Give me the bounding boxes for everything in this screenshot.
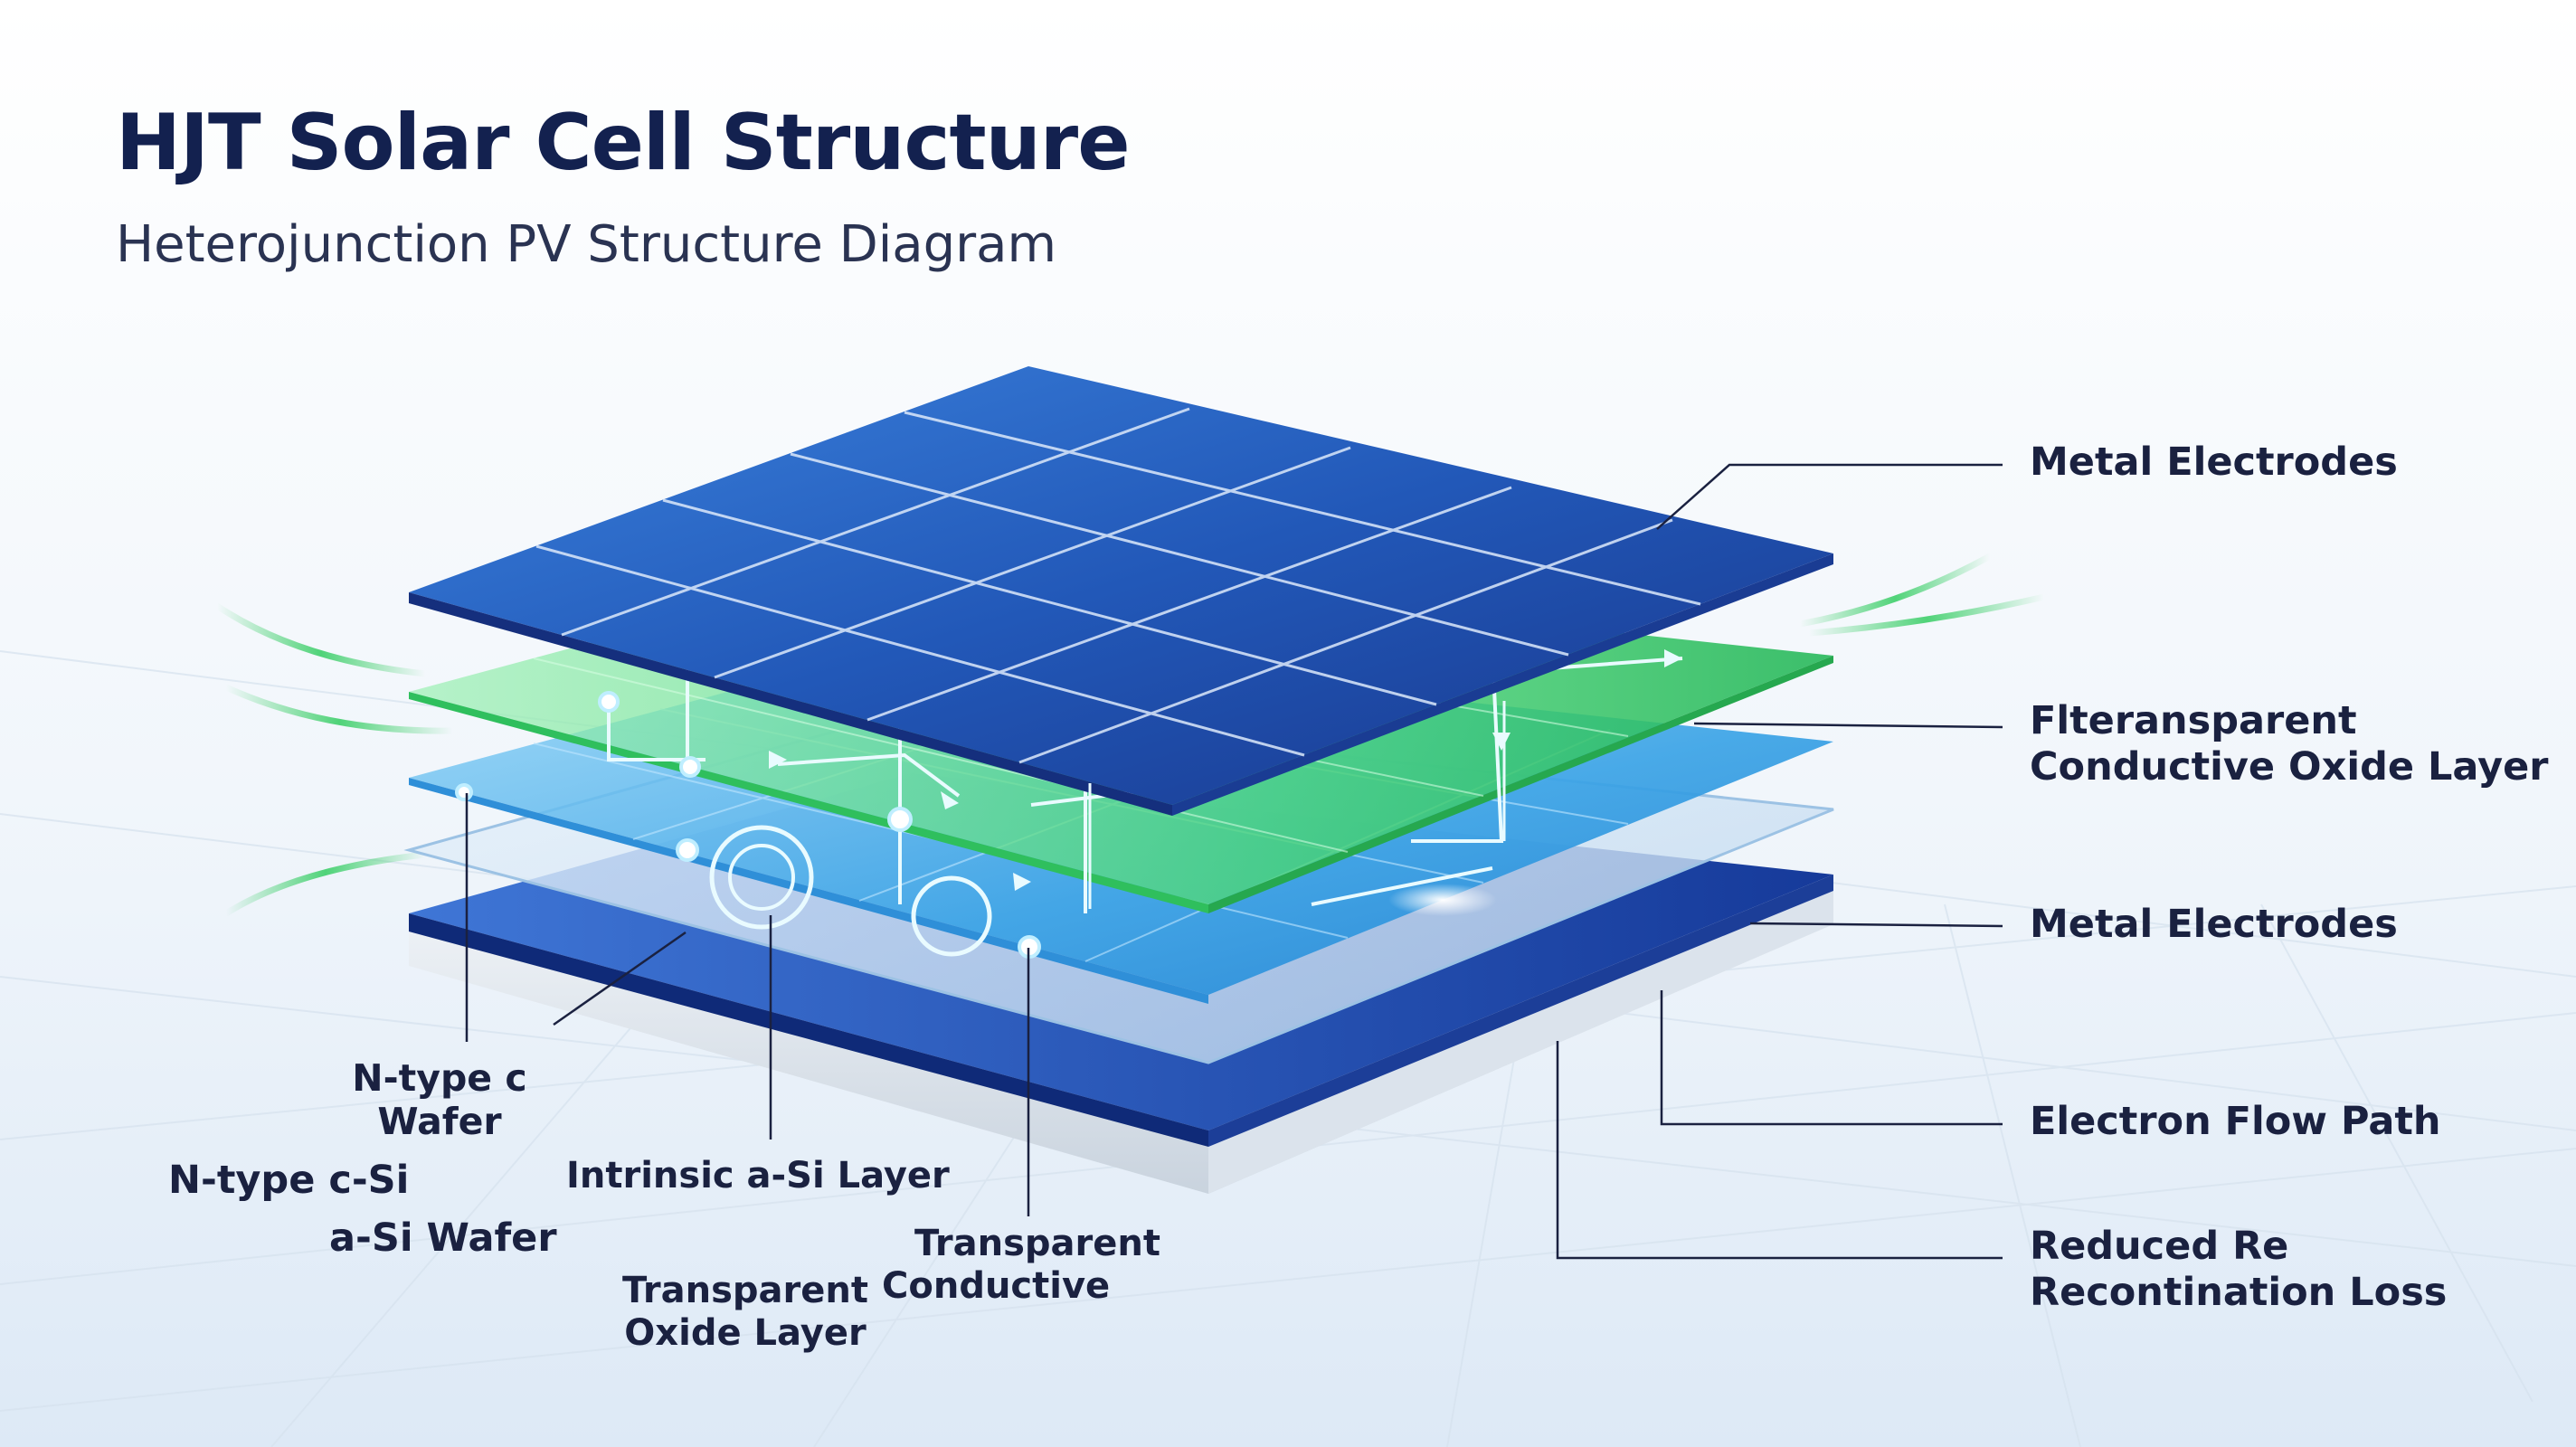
label-metal-electrodes-bottom: Metal Electrodes xyxy=(2030,902,2398,947)
label-transparent-conductive: Transparent Conductive xyxy=(882,1223,1160,1308)
leader-lines xyxy=(465,463,2003,1260)
leader-metal-electrodes-top xyxy=(1656,463,2003,530)
leader-recombination xyxy=(1556,1041,2003,1260)
contact-nodes xyxy=(455,691,1041,959)
label-recombination-loss: Reduced Re Recontination Loss xyxy=(2030,1224,2448,1315)
leader-tco xyxy=(1693,722,2003,729)
layer-connectors xyxy=(1088,701,1506,909)
page-subtitle: Heterojunction PV Structure Diagram xyxy=(116,215,1057,274)
label-electron-flow-path: Electron Flow Path xyxy=(2030,1099,2441,1144)
label-metal-electrodes-top: Metal Electrodes xyxy=(2030,440,2398,485)
label-ntype-c-si: N-type c-Si xyxy=(168,1158,410,1203)
label-a-si-wafer: a-Si Wafer xyxy=(329,1215,557,1261)
label-intrinsic-a-si-layer: Intrinsic a-Si Layer xyxy=(566,1155,950,1196)
flow-arrowheads xyxy=(769,649,1682,891)
label-transparent-oxide-layer: Transparent Oxide Layer xyxy=(622,1270,868,1355)
label-tco-layer: Flteransparent Conductive Oxide Layer xyxy=(2030,698,2549,790)
solar-panel-top xyxy=(409,366,1833,816)
light-glow xyxy=(1388,884,1497,916)
leader-ntype-csi xyxy=(553,931,687,1026)
label-ntype-c-wafer: N-type c Wafer xyxy=(352,1056,527,1144)
leader-electron-flow xyxy=(1660,990,2003,1126)
energy-swooshes xyxy=(213,553,2048,917)
leader-metal-electrodes-bottom xyxy=(1749,922,2003,928)
page-title: HJT Solar Cell Structure xyxy=(116,98,1131,188)
